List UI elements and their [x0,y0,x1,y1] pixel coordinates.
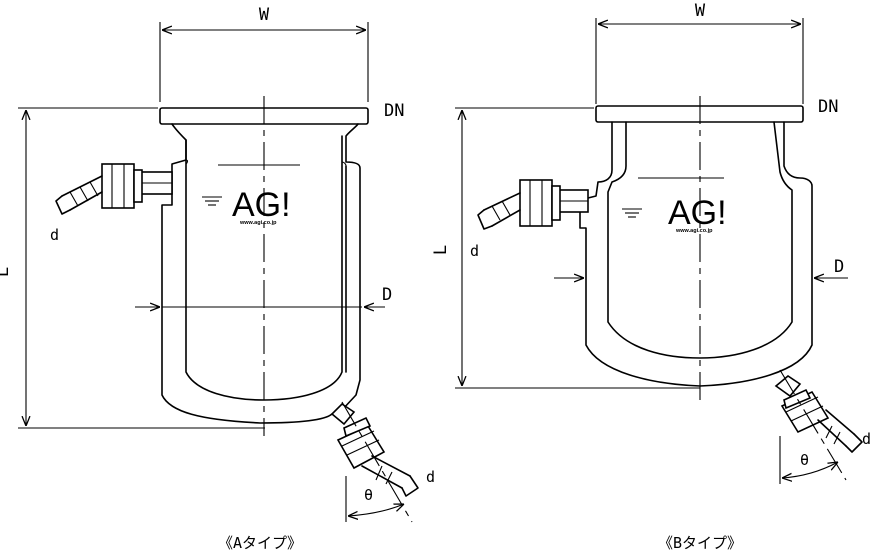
type-a-bottom-nozzle: d [330,401,435,523]
type-b-length-label: L [431,245,451,255]
type-b-side-nozzle-label: d [470,242,479,260]
type-a-length-label: L [0,267,13,277]
type-b-liquid-level-symbol [622,208,642,218]
type-b-width-dimension: W [595,1,804,104]
type-a-diameter-label: D [382,285,392,305]
type-a-side-nozzle: d [50,163,173,244]
type-b-vessel-inner [607,121,793,359]
type-b-length-dimension: L [431,107,700,389]
type-a-diameter-dimension: D [135,285,392,307]
type-a-caption: 《Aタイプ》 [218,534,302,552]
type-b-reactor: W L DN AG! www.agi.co.jp [431,1,871,552]
type-a-logo: AG! [232,186,291,224]
type-a-width-label: W [259,5,270,25]
type-a-logo-url: www.agi.co.jp [239,220,277,226]
type-b-bottom-nozzle-label: d [862,430,871,448]
type-a-angle-dimension: θ [345,476,404,522]
type-b-logo-url: www.agi.co.jp [675,228,713,234]
type-a-jacket-outer [161,123,361,424]
type-a-liquid-level-symbol [202,196,222,206]
type-a-width-dimension: W [159,5,369,102]
type-b-flange-label: DN [818,97,838,117]
type-b-side-nozzle: d [470,179,589,260]
type-b-bottom-nozzle: d [774,369,871,481]
type-b-diameter-dimension: D [554,257,848,278]
type-a-flange-label: DN [384,101,404,121]
type-a-side-nozzle-label: d [50,226,59,244]
type-a-angle-label: θ [364,486,373,504]
type-a-flange: DN [159,101,404,125]
type-a-reactor: W L DN AG! www.agi.co.jp [0,5,435,552]
type-b-diameter-label: D [834,257,844,277]
type-b-caption: 《Bタイプ》 [658,534,742,552]
type-b-flange: DN [595,97,838,123]
type-a-length-dimension: L [0,107,265,429]
type-b-jacket-outer [579,121,813,387]
type-b-logo: AG! [668,194,727,232]
type-b-angle-label: θ [800,451,809,469]
type-b-angle-dimension: θ [779,436,838,484]
type-b-width-label: W [695,1,706,21]
type-a-bottom-nozzle-label: d [426,468,435,486]
